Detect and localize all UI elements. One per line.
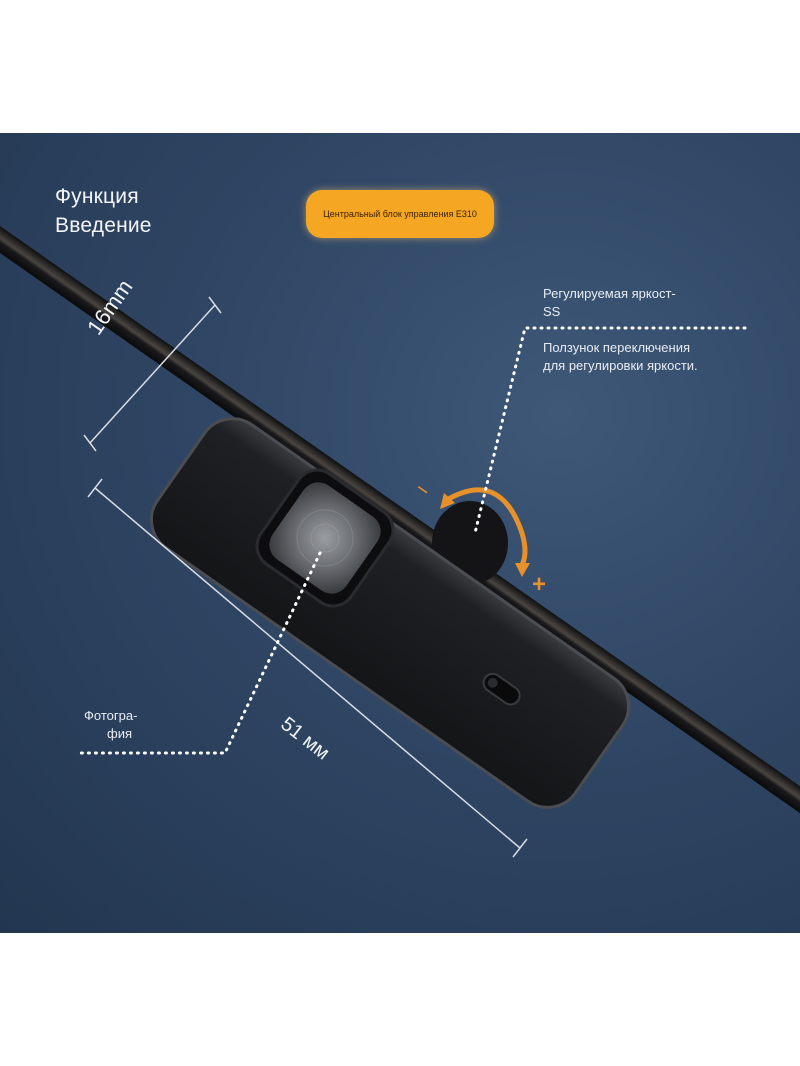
product-badge: Центральный блок управления E310 bbox=[306, 190, 494, 238]
product-badge-label: Центральный блок управления E310 bbox=[323, 209, 477, 219]
brightness-callout-title-line2: SS bbox=[543, 304, 561, 319]
slide-switch[interactable] bbox=[480, 670, 523, 708]
product-scene: Функция Введение Центральный блок управл… bbox=[0, 133, 800, 933]
section-title-line1: Функция bbox=[55, 185, 139, 208]
brightness-callout-title-line1: Регулируемая яркост- bbox=[543, 286, 676, 301]
slider-description-line1: Ползунок переключения bbox=[543, 340, 690, 355]
photo-callout-line2: фия bbox=[107, 726, 132, 741]
section-title-line2: Введение bbox=[55, 214, 152, 237]
slider-description-line2: для регулировки яркости. bbox=[543, 358, 698, 373]
dimension-16mm-line bbox=[83, 296, 222, 452]
plus-sign-icon: + bbox=[532, 571, 547, 598]
photo-callout-line1: Фотогра- bbox=[84, 708, 138, 723]
rotation-arrow-icon bbox=[440, 487, 530, 577]
cable bbox=[0, 133, 800, 933]
dimension-51mm-line bbox=[87, 478, 528, 858]
control-unit-body bbox=[149, 417, 631, 809]
photo-button[interactable] bbox=[248, 461, 401, 614]
product-illustration bbox=[0, 133, 800, 933]
